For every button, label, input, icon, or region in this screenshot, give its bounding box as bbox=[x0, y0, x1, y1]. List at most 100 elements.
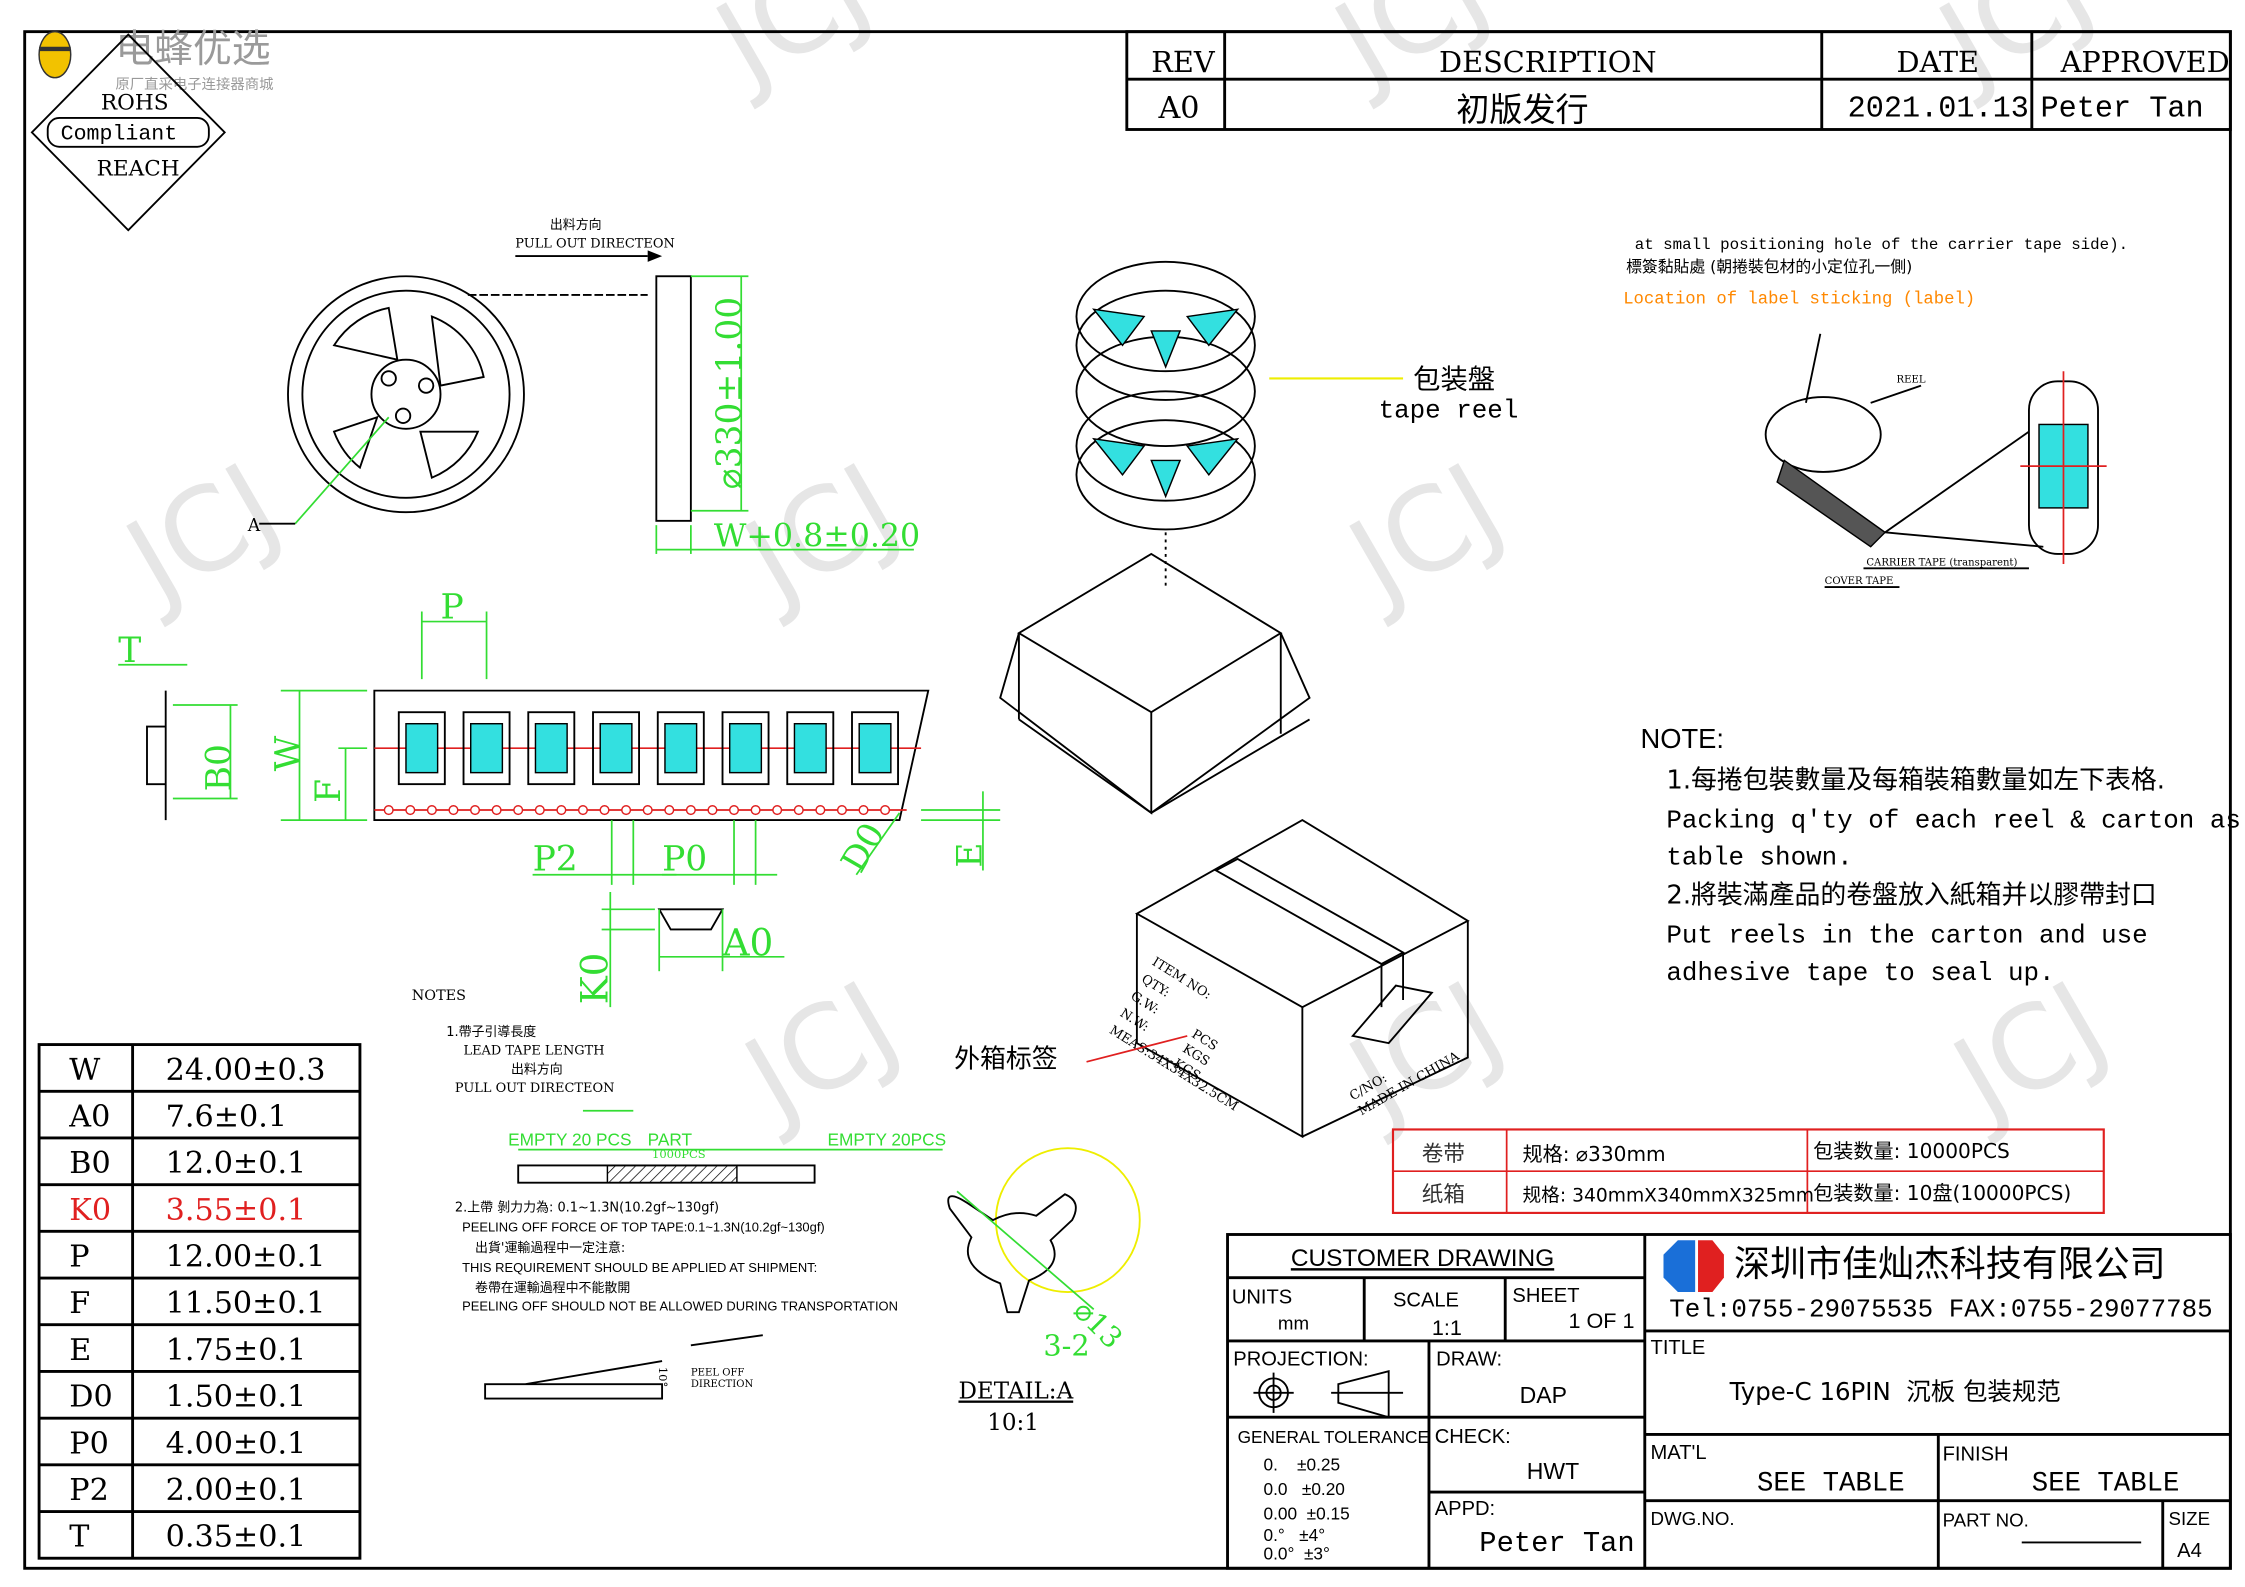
packing-reel-qty: 包装数量: 10000PCS bbox=[1813, 1139, 2010, 1163]
note1-cn: 1.帶子引導長度 bbox=[446, 1024, 536, 1040]
spec-key: E bbox=[69, 1333, 91, 1368]
detail-scale: 10:1 bbox=[987, 1410, 1039, 1436]
part-no-label: PART NO. bbox=[1943, 1510, 2029, 1531]
spec-value: 0.35±0.1 bbox=[166, 1520, 307, 1555]
company-contact: Tel:0755-29075535 FAX:0755-29077785 bbox=[1669, 1295, 2212, 1325]
spec-key: A0 bbox=[68, 1099, 110, 1134]
tolerance-label: GENERAL TOLERANCE bbox=[1238, 1427, 1429, 1447]
label-location-view: at small positioning hole of the carrier… bbox=[1623, 236, 2128, 588]
note-line: Put reels in the carton and use bbox=[1666, 920, 2147, 950]
packing-reel-spec: 规格: ⌀330mm bbox=[1522, 1142, 1665, 1166]
customer-drawing-label: CUSTOMER DRAWING bbox=[1291, 1245, 1554, 1272]
closed-carton-illustration: ITEM NO: QTY: G.W: N.W: MEAS:34X34X32.5C… bbox=[954, 819, 1470, 1139]
rohs-label: ROHS bbox=[101, 90, 169, 115]
material-value: SEE TABLE bbox=[1757, 1469, 1905, 1500]
detail-a-view: 3-2 ⌀13 DETAIL:A 10:1 bbox=[947, 1147, 1141, 1436]
spec-value: 12.00±0.1 bbox=[166, 1240, 326, 1275]
detail-title: DETAIL:A bbox=[958, 1379, 1073, 1405]
label-loc-line2: 標簽黏貼處 (朝捲裝包材的小定位孔一側) bbox=[1626, 257, 1912, 276]
spec-key: K0 bbox=[69, 1193, 111, 1228]
finish-value: SEE TABLE bbox=[2032, 1469, 2180, 1500]
tolerance-row: 0.° ±4° bbox=[1264, 1525, 1326, 1545]
label-loc-line3: Location of label sticking (label) bbox=[1623, 291, 1975, 310]
note1-cn2: 出料方向 bbox=[511, 1061, 563, 1077]
spec-value: 24.00±0.3 bbox=[166, 1053, 326, 1088]
pull-direction-cn: 出料方向 bbox=[550, 217, 602, 233]
spec-value: 3.55±0.1 bbox=[166, 1193, 307, 1228]
note3-cn: 出貨'運輸過程中一定注意: bbox=[475, 1240, 625, 1256]
drawing-title: Type-C 16PIN 沉板 包装规范 bbox=[1729, 1377, 2061, 1406]
reel-label: REEL bbox=[1897, 375, 1926, 386]
watermark: JCJ bbox=[100, 438, 301, 631]
dim-a0: A0 bbox=[722, 920, 774, 964]
spec-value: 4.00±0.1 bbox=[166, 1426, 307, 1461]
dim-b0: B0 bbox=[199, 744, 239, 791]
tape-notes: NOTES 1.帶子引導長度 LEAD TAPE LENGTH 出料方向 PUL… bbox=[412, 988, 947, 1400]
sheet-label: SHEET bbox=[1512, 1285, 1579, 1307]
watermark: JCJ bbox=[1323, 956, 1524, 1149]
carrier-tape-label: CARRIER TAPE (transparent) bbox=[1866, 557, 2017, 568]
packing-reel-label: 卷带 bbox=[1422, 1142, 1465, 1167]
note4-en: PEELING OFF SHOULD NOT BE ALLOWED DURING… bbox=[462, 1299, 898, 1314]
spec-key: D0 bbox=[69, 1380, 112, 1415]
dim-t: T bbox=[118, 631, 141, 671]
note-line: Packing q'ty of each reel & carton as be… bbox=[1666, 805, 2245, 835]
spec-key: P bbox=[69, 1240, 89, 1275]
watermark: JCJ bbox=[690, 0, 891, 114]
units-label: UNITS bbox=[1232, 1287, 1292, 1309]
spec-value: 7.6±0.1 bbox=[166, 1099, 287, 1134]
title-label: TITLE bbox=[1651, 1337, 1706, 1359]
packing-table: 卷带 规格: ⌀330mm 包装数量: 10000PCS 纸箱 规格: 340m… bbox=[1391, 1128, 2105, 1214]
note2-en: PEELING OFF FORCE OF TOP TAPE:0.1~1.3N(1… bbox=[462, 1220, 825, 1235]
approved-header: APPROVED bbox=[2060, 45, 2230, 79]
tolerance-row: 0.0 ±0.20 bbox=[1264, 1479, 1345, 1499]
units-value: mm bbox=[1278, 1312, 1309, 1333]
note4-cn: 卷帶在運輸過程中不能散開 bbox=[475, 1280, 630, 1296]
note1-en2: PULL OUT DIRECTEON bbox=[455, 1081, 615, 1096]
spec-value: 1.75±0.1 bbox=[166, 1333, 307, 1368]
rohs-diamond bbox=[30, 33, 226, 232]
spec-key: T bbox=[69, 1520, 89, 1555]
dwg-no-label: DWG.NO. bbox=[1651, 1508, 1735, 1529]
note-title: NOTE: bbox=[1640, 723, 1724, 754]
approved-value: Peter Tan bbox=[2040, 93, 2203, 127]
reel-stack-illustration: 包装盤 tape reel bbox=[1075, 260, 1519, 590]
label-loc-line1: at small positioning hole of the carrier… bbox=[1635, 236, 2128, 254]
spec-key: F bbox=[69, 1286, 90, 1321]
empty-left-label: EMPTY 20 PCS bbox=[508, 1129, 631, 1149]
peel-off-label: PEEL OFF bbox=[691, 1367, 745, 1378]
dim-f: F bbox=[309, 779, 349, 803]
peel-angle: 10° bbox=[656, 1367, 670, 1387]
reach-label: REACH bbox=[97, 157, 180, 182]
dim-e: E bbox=[950, 842, 990, 867]
logo: 电蜂优选 原厂直采电子连接器商城 ROHS Compliant REACH bbox=[30, 27, 273, 232]
size-value: A4 bbox=[2177, 1540, 2202, 1562]
company-logo-icon bbox=[1663, 1240, 1724, 1293]
tape-reel-label-en: tape reel bbox=[1379, 395, 1519, 425]
note-line: adhesive tape to seal up. bbox=[1666, 958, 2054, 988]
dim-p2: P2 bbox=[533, 839, 578, 879]
dim-d0: D0 bbox=[834, 816, 893, 879]
check-label: CHECK: bbox=[1435, 1426, 1511, 1448]
dim-p: P bbox=[441, 588, 464, 628]
date-header: DATE bbox=[1897, 45, 1979, 79]
appd-label: APPD: bbox=[1435, 1498, 1495, 1520]
sheet-value: 1 OF 1 bbox=[1569, 1308, 1635, 1333]
compliant-label: Compliant bbox=[61, 123, 178, 147]
spec-key: B0 bbox=[69, 1146, 110, 1181]
packing-note: NOTE: 1.每捲包裝數量及每箱裝箱數量如左下表格. Packing q'ty… bbox=[1640, 723, 2245, 988]
tolerance-row: 0.00 ±0.15 bbox=[1264, 1503, 1350, 1523]
watermark: JCJ bbox=[1323, 438, 1524, 631]
title-block: CUSTOMER DRAWING UNITS mm SCALE 1:1 SHEE… bbox=[1226, 1233, 2232, 1570]
revision-table: REV DESCRIPTION DATE APPROVED A0 初版发行 20… bbox=[1125, 30, 2232, 131]
dim-p0: P0 bbox=[662, 839, 707, 879]
projection-label: PROJECTION: bbox=[1233, 1348, 1368, 1370]
empty-right-label: EMPTY 20PCS bbox=[828, 1129, 947, 1149]
note1-en: LEAD TAPE LENGTH bbox=[464, 1044, 605, 1059]
note3-en: THIS REQUIREMENT SHOULD BE APPLIED AT SH… bbox=[462, 1260, 817, 1275]
spec-key: P0 bbox=[69, 1426, 109, 1461]
peel-direction-label: DIRECTION bbox=[691, 1379, 754, 1390]
material-label: MAT'L bbox=[1651, 1442, 1707, 1464]
detail-dim-1: 3-2 bbox=[1043, 1328, 1089, 1362]
